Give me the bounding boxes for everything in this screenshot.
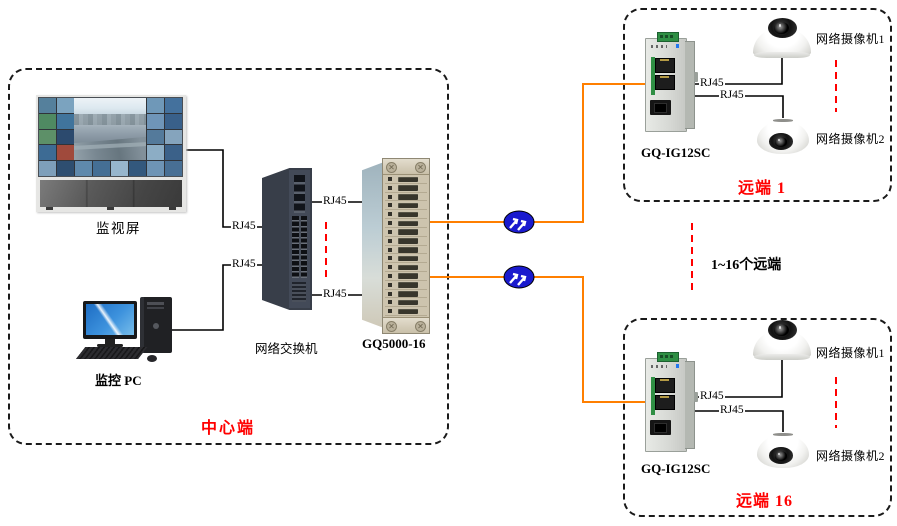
rj45-label-chassis2: RJ45 [322, 288, 348, 301]
rj45-label-r1-cam2: RJ45 [719, 89, 745, 102]
pc-monitor-stand [105, 339, 115, 344]
pc-screen [86, 304, 134, 335]
remote16-zone-box [623, 318, 892, 517]
remote1-converter [645, 32, 698, 132]
center-zone-label: 中心端 [201, 420, 256, 437]
video-wall-label: 监视屏 [96, 221, 141, 236]
remote16-converter-label: GQ-IG12SC [641, 461, 711, 476]
switch-label: 网络交换机 [255, 342, 318, 356]
video-wall-main-image [74, 98, 146, 160]
gq5000-chassis: ✕✕ ✕✕ [362, 158, 430, 334]
remote1-converter-label: GQ-IG12SC [641, 145, 711, 160]
remote16-converter [645, 352, 698, 452]
remote1-camera2-label: 网络摄像机2 [816, 132, 886, 146]
fiber-icon-1 [503, 210, 535, 234]
fiber-link-remote16 [428, 276, 645, 403]
center-zone-box [8, 68, 449, 445]
remote1-zone-label: 远端 1 [738, 180, 787, 197]
rj45-label-r16-cam2: RJ45 [719, 404, 745, 417]
cable-monitor-to-switch [186, 149, 262, 228]
remote1-zone-box [623, 8, 892, 202]
pc-tower [140, 297, 172, 353]
pc-monitor-base [97, 344, 123, 347]
remotes-count-label: 1~16个远端 [711, 258, 782, 273]
pc-keyboard [76, 347, 148, 359]
camera-lens [774, 324, 789, 336]
rj45-label-chassis1: RJ45 [322, 195, 348, 208]
camera-lens [774, 451, 788, 461]
video-wall [36, 95, 186, 212]
rj45-label-r16-cam1: RJ45 [699, 390, 725, 403]
rj45-label-monitor: RJ45 [231, 220, 257, 233]
fiber-link-remote1 [428, 83, 645, 223]
remote16-camera1 [753, 320, 811, 360]
camera-lens [774, 22, 789, 34]
rj45-label-pc: RJ45 [231, 258, 257, 271]
gq5000-label: GQ5000-16 [362, 336, 426, 351]
remote1-camera2 [757, 119, 809, 154]
pc-monitor [83, 301, 137, 339]
cable-pc-to-switch [168, 264, 262, 331]
remote16-camera2-label: 网络摄像机2 [816, 449, 886, 463]
remote16-zone-label: 远端 16 [736, 493, 794, 510]
pc-mouse [147, 355, 157, 362]
remote16-camera2 [757, 433, 809, 468]
remote1-camera1 [753, 18, 811, 58]
pc-label: 监控 PC [95, 373, 142, 388]
gq5000-slots [385, 175, 427, 316]
camera-lens [774, 137, 788, 147]
remote16-camera1-label: 网络摄像机1 [816, 346, 886, 360]
rj45-label-r1-cam1: RJ45 [699, 77, 725, 90]
network-switch [262, 168, 312, 310]
remote1-camera1-label: 网络摄像机1 [816, 32, 886, 46]
video-wall-cabinet [40, 180, 182, 207]
fiber-icon-2 [503, 265, 535, 289]
